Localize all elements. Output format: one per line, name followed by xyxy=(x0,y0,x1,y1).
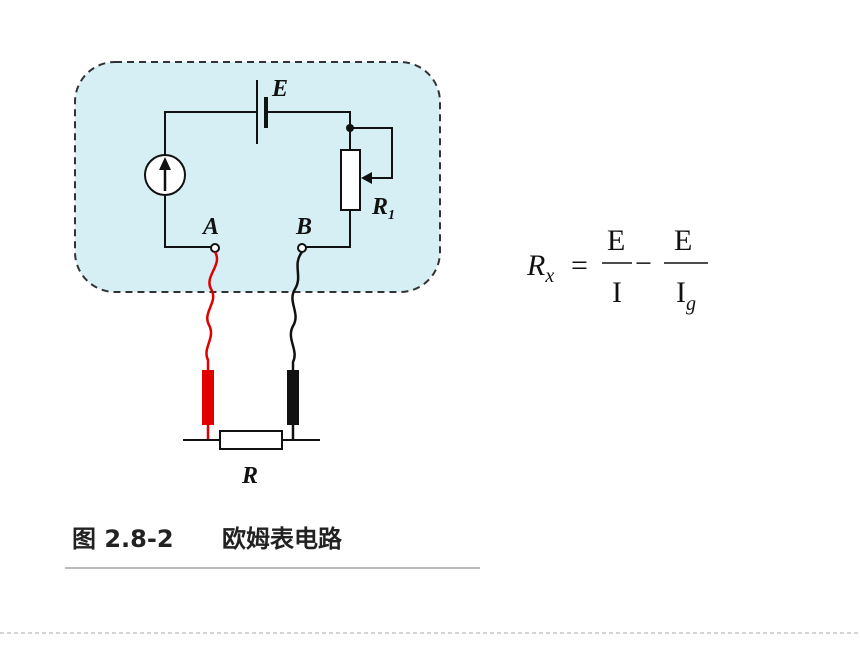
figure-title: 欧姆表电路 xyxy=(222,525,343,553)
rheostat-label-main: R xyxy=(371,194,388,220)
formula-equals: = xyxy=(571,249,588,282)
meter-housing-panel xyxy=(74,61,441,293)
arrow-left-icon xyxy=(361,172,372,184)
battery-symbol xyxy=(256,80,268,144)
ohmmeter-formula: Rx = E I − E Ig xyxy=(526,224,708,315)
circuit-wires xyxy=(164,111,351,248)
wire-left-top xyxy=(164,111,257,155)
terminal-b xyxy=(297,243,307,253)
figure-number: 图 2.8-2 xyxy=(72,525,174,553)
external-resistor xyxy=(183,430,320,450)
wire-right-top xyxy=(266,111,351,150)
formula-lhs-sub: x xyxy=(544,265,554,287)
rheostat-label-sub: 1 xyxy=(388,208,395,223)
wire-right-bottom xyxy=(306,210,351,248)
formula-lhs: Rx xyxy=(526,249,554,287)
rheostat xyxy=(340,124,393,211)
wire-left-bottom xyxy=(164,195,211,248)
formula-lhs-main: R xyxy=(526,249,545,282)
black-lead-wire xyxy=(289,251,304,370)
rheostat-label: R1 xyxy=(371,194,395,223)
arrow-up-icon xyxy=(159,157,171,170)
red-test-lead xyxy=(202,251,219,440)
resistor-body xyxy=(219,430,283,450)
fraction2-denominator: Ig xyxy=(676,276,696,315)
external-resistor-label: R xyxy=(241,463,258,489)
fraction1-numerator: E xyxy=(607,224,625,257)
red-probe xyxy=(202,370,214,425)
rheostat-body xyxy=(340,149,361,211)
fraction2-denominator-sub: g xyxy=(686,293,696,315)
fraction1-denominator: I xyxy=(612,276,622,309)
terminal-a xyxy=(210,243,220,253)
galvanometer xyxy=(144,154,186,196)
rheostat-slider-wire xyxy=(350,127,393,179)
black-probe xyxy=(287,370,299,425)
terminal-b-label: B xyxy=(295,214,312,240)
black-test-lead xyxy=(287,251,304,440)
terminal-a-label: A xyxy=(201,214,219,240)
fraction2-denominator-main: I xyxy=(676,276,686,309)
formula-minus: − xyxy=(635,247,652,280)
battery-label: E xyxy=(271,76,288,102)
fraction2-numerator: E xyxy=(674,224,692,257)
red-lead-wire xyxy=(205,251,219,370)
